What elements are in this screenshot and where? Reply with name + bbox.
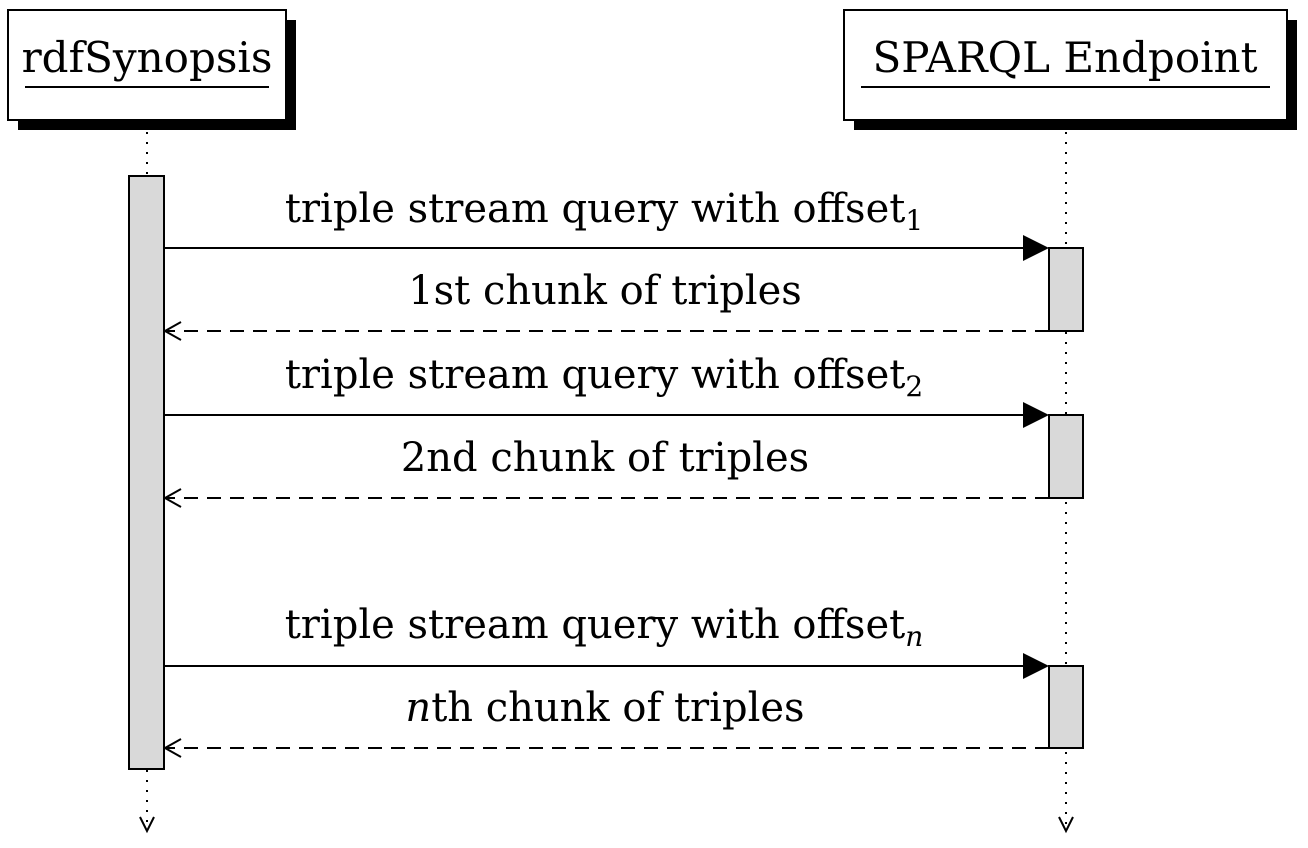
message-label: triple stream query with offsetn — [285, 602, 924, 653]
arrowhead-open — [162, 321, 182, 341]
activation-bar-endpoint-2 — [1048, 414, 1084, 499]
arrowhead-filled — [1023, 653, 1049, 679]
arrowhead-filled — [1023, 402, 1049, 428]
actor-sparql-endpoint: SPARQL Endpoint — [843, 9, 1297, 130]
actor-rdfsynopsis: rdfSynopsis — [7, 9, 296, 130]
arrowhead-open — [162, 738, 182, 758]
actor-label-sparql-endpoint: SPARQL Endpoint — [873, 33, 1258, 82]
message-label: triple stream query with offset1 — [285, 186, 923, 237]
actor-box — [843, 9, 1288, 121]
message-request-n: triple stream query with offsetn — [164, 602, 1049, 679]
message-label: triple stream query with offset2 — [285, 352, 923, 403]
lifeline-arrowhead — [139, 816, 155, 834]
message-response-2: 2nd chunk of triples — [162, 435, 1049, 508]
lifeline-rdfsynopsis — [139, 132, 155, 834]
message-response-n: nth chunk of triples — [162, 685, 1049, 758]
lifeline-arrowhead — [1058, 816, 1074, 834]
activation-bar-rdfsynopsis — [128, 175, 165, 770]
message-request-1: triple stream query with offset1 — [164, 186, 1049, 261]
arrowhead-open — [162, 488, 182, 508]
arrowhead-filled — [1023, 235, 1049, 261]
message-label: nth chunk of triples — [405, 685, 804, 731]
message-label: 1st chunk of triples — [408, 268, 802, 314]
activation-bar-endpoint-n — [1048, 665, 1084, 749]
actor-label-rdfsynopsis: rdfSynopsis — [22, 33, 273, 82]
message-label: 2nd chunk of triples — [401, 435, 809, 481]
message-request-2: triple stream query with offset2 — [164, 352, 1049, 428]
actor-box — [7, 9, 287, 121]
activation-bar-endpoint-1 — [1048, 247, 1084, 332]
message-response-1: 1st chunk of triples — [162, 268, 1049, 341]
